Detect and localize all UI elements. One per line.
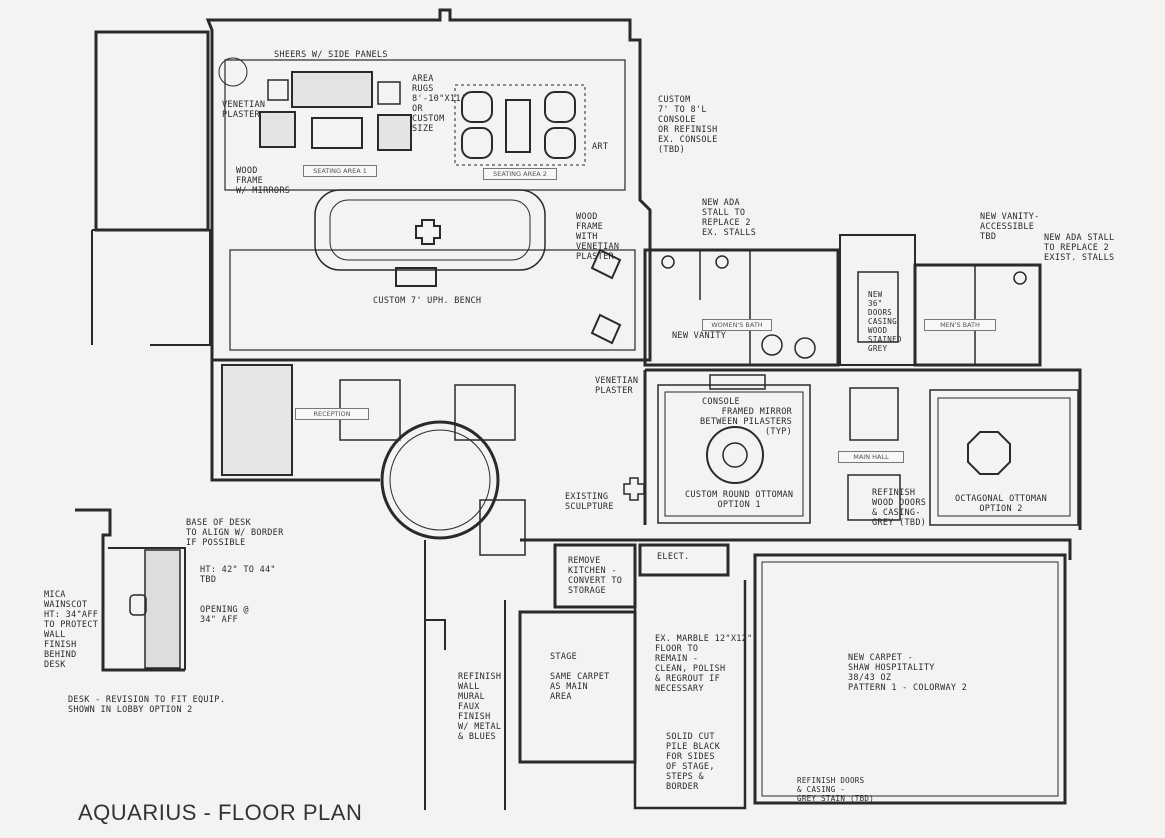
ballroom-wing	[424, 538, 1072, 810]
note-sheers: SHEERS W/ SIDE PANELS	[274, 50, 388, 60]
note-area-rugs: AREA RUGS 8'-10"X11' OR CUSTOM SIZE	[412, 74, 467, 134]
note-base-of-desk: BASE OF DESK TO ALIGN W/ BORDER IF POSSI…	[186, 518, 284, 548]
note-custom-console: CUSTOM 7' TO 8'L CONSOLE OR REFINISH EX.…	[658, 95, 718, 155]
tag-seating-area-2: SEATING AREA 2	[483, 168, 557, 180]
note-marble-floor: EX. MARBLE 12"X12" FLOOR TO REMAIN - CLE…	[655, 634, 753, 694]
desk-detail	[75, 508, 186, 672]
note-new-doors: NEW 36" DOORS CASING WOOD STAINED GREY	[868, 290, 902, 353]
note-desk-revision: DESK - REVISION TO FIT EQUIP. SHOWN IN L…	[68, 695, 226, 715]
west-room	[91, 30, 211, 346]
note-ada-mens: NEW ADA STALL TO REPLACE 2 EXIST. STALLS	[1044, 233, 1115, 263]
note-new-carpet: NEW CARPET - SHAW HOSPITALITY 38/43 OZ P…	[848, 653, 968, 693]
note-wood-frame-venetian: WOOD FRAME WITH VENETIAN PLASTER	[576, 212, 620, 262]
note-octagonal-ottoman: OCTAGONAL OTTOMAN OPTION 2	[955, 494, 1048, 514]
note-wood-frame-mirrors: WOOD FRAME W/ MIRRORS	[236, 166, 291, 196]
note-framed-mirror: FRAMED MIRROR BETWEEN PILASTERS (TYP)	[700, 407, 793, 437]
note-console: CONSOLE	[702, 397, 740, 407]
note-stage: STAGE SAME CARPET AS MAIN AREA	[550, 652, 610, 702]
note-art: ART	[592, 142, 609, 152]
bench	[395, 267, 437, 287]
note-refinish-wall: REFINISH WALL MURAL FAUX FINISH W/ METAL…	[458, 672, 502, 742]
note-opening: OPENING @ 34" AFF	[200, 605, 249, 625]
note-venetian-plaster-1: VENETIAN PLASTER	[222, 100, 266, 120]
drawing-title: AQUARIUS - FLOOR PLAN	[78, 800, 363, 825]
note-new-vanity: NEW VANITY	[672, 331, 727, 341]
lounge	[205, 8, 652, 362]
note-existing-sculpture: EXISTING SCULPTURE	[565, 492, 614, 512]
main-hall	[643, 368, 1082, 530]
note-refinish-doors-stain: REFINISH DOORS & CASING - GREY STAIN (TB…	[797, 776, 875, 803]
tag-womens-bath: WOMEN'S BATH	[702, 319, 772, 331]
note-elect: ELECT.	[657, 552, 690, 562]
restrooms	[643, 234, 1042, 367]
note-bench: CUSTOM 7' UPH. BENCH	[373, 296, 482, 306]
note-ada-womens: NEW ADA STALL TO REPLACE 2 EX. STALLS	[702, 198, 757, 238]
note-remove-kitchen: REMOVE KITCHEN - CONVERT TO STORAGE	[568, 556, 623, 596]
reception	[210, 360, 645, 556]
note-refinish-wood-doors: REFINISH WOOD DOORS & CASING- GREY (TBD)	[872, 488, 927, 528]
tag-mens-bath: MEN'S BATH	[924, 319, 996, 331]
note-desk-height: HT: 42" TO 44" TBD	[200, 565, 276, 585]
cross-pedestal	[415, 219, 441, 245]
note-mica-wainscot: MICA WAINSCOT HT: 34"AFF TO PROTECT WALL…	[44, 590, 99, 670]
tag-reception: RECEPTION	[295, 408, 369, 420]
note-vanity-accessible: NEW VANITY- ACCESSIBLE TBD	[980, 212, 1040, 242]
note-solid-cut-pile: SOLID CUT PILE BLACK FOR SIDES OF STAGE,…	[666, 732, 721, 792]
note-venetian-plaster-2: VENETIAN PLASTER	[595, 376, 639, 396]
tag-main-hall: MAIN HALL	[838, 451, 904, 463]
note-round-ottoman: CUSTOM ROUND OTTOMAN OPTION 1	[685, 490, 794, 510]
tag-seating-area-1: SEATING AREA 1	[303, 165, 377, 177]
